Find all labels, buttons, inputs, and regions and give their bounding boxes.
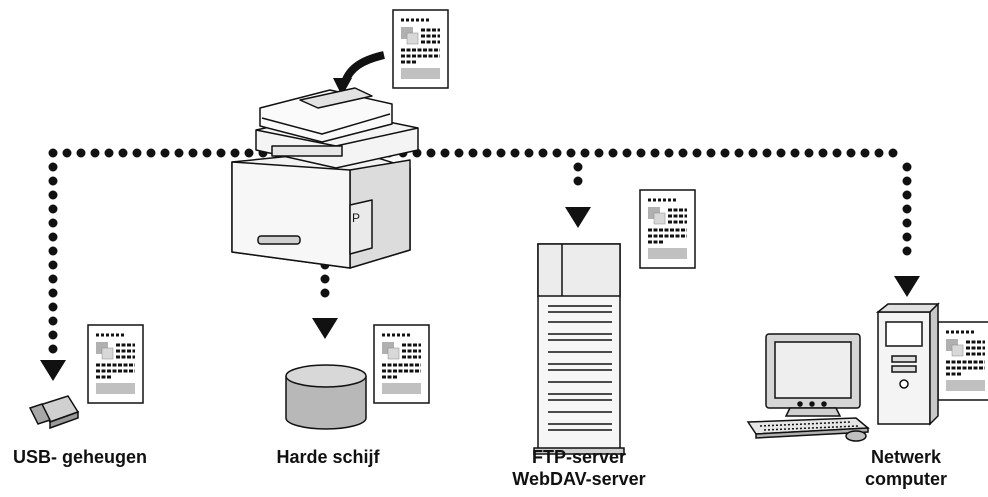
desktop-computer-icon [746,302,940,442]
network-dotted-lines [48,92,912,355]
hard-disk-label: Harde schijf [248,446,408,468]
network-computer-label: Netwerk computer [846,446,966,490]
source-document-icon [391,8,450,90]
usb-memory-label: USB- geheugen [0,446,160,468]
server-tower-icon [533,243,625,455]
hdd-label-text: Harde schijf [276,447,380,467]
multifunction-printer-icon: P [231,87,419,269]
arrow-ftp-icon [565,207,591,228]
arrow-pc-icon [894,276,920,297]
usb-stick-icon [28,395,80,430]
ftp-label-line2: WebDAV-server [512,469,646,489]
arrow-usb-icon [40,360,66,381]
pc-document-icon [936,320,988,402]
svg-text:P: P [352,211,360,225]
ftp-label-line1: FTP-server [531,447,627,467]
pc-label-line2: computer [864,469,947,489]
hard-disk-icon [285,364,367,430]
usb-document-icon [86,323,145,405]
pc-label-line1: Netwerk [870,447,942,467]
arrow-heads [40,207,920,381]
arrow-hdd-icon [312,318,338,339]
ftp-document-icon [638,188,697,270]
ftp-webdav-server-label: FTP-server WebDAV-server [494,446,664,490]
usb-label-text: USB- geheugen [12,447,147,467]
hdd-document-icon [372,323,431,405]
curved-arrow-icon [333,51,385,96]
